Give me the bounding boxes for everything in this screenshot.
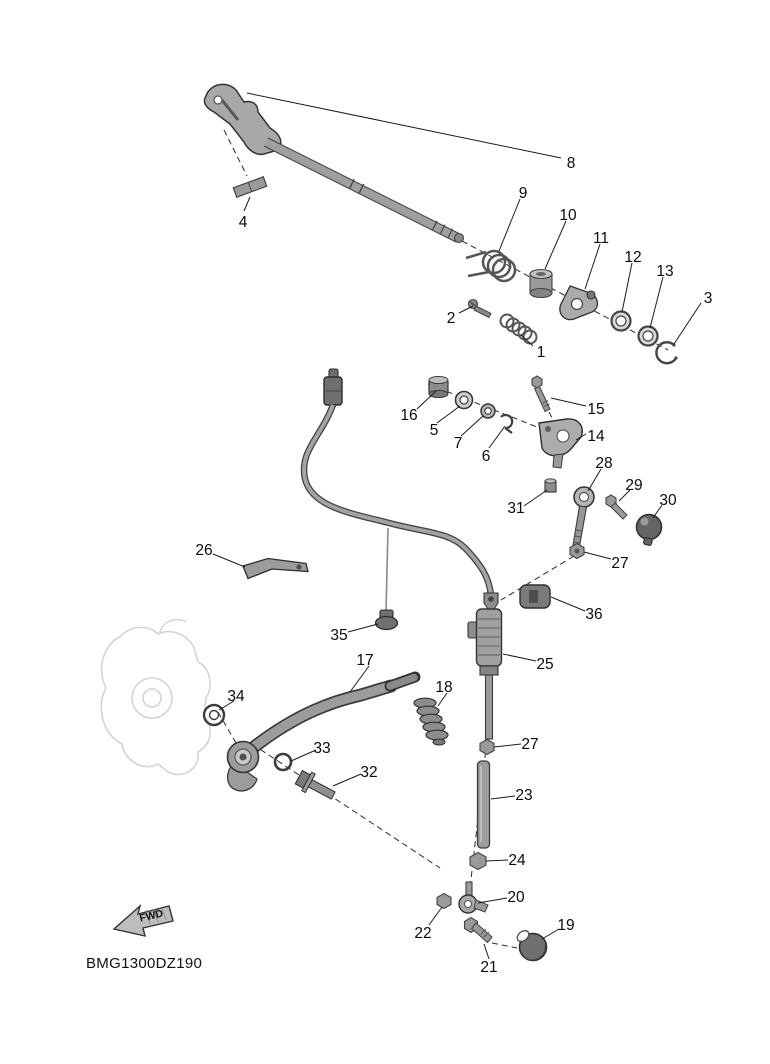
spline-tick	[439, 224, 446, 234]
collar-part-10	[529, 268, 553, 299]
callout-22: 22	[414, 925, 431, 942]
damper-part-36	[519, 584, 551, 609]
shaft-band	[358, 183, 365, 194]
callout-12: 12	[624, 249, 641, 266]
callout-30: 30	[659, 492, 677, 509]
callout-26: 26	[195, 542, 212, 559]
joint-part-20	[458, 881, 489, 914]
callout-23: 23	[515, 787, 532, 804]
spring-part-1	[499, 313, 538, 345]
shaft-tip	[453, 232, 465, 244]
shift-shaft-assembly	[203, 83, 465, 244]
callout-9: 9	[519, 185, 528, 202]
washer-part-5	[454, 390, 474, 410]
callout-21: 21	[480, 959, 497, 976]
callout-1: 1	[537, 344, 546, 361]
callout-15: 15	[587, 401, 604, 418]
callout-5: 5	[430, 422, 439, 439]
drawing-code: BMG1300DZ190	[86, 955, 202, 972]
nut-part-24	[469, 851, 487, 871]
callout-29: 29	[625, 477, 642, 494]
grommet-part-35	[374, 527, 399, 631]
shift-pawl-part-11	[559, 285, 599, 321]
spline-tick	[432, 220, 438, 231]
washer-part-13	[637, 325, 659, 347]
callout-33: 33	[313, 740, 330, 757]
callout-7: 7	[454, 435, 463, 452]
callout-31: 31	[507, 500, 524, 517]
washer-part-7	[480, 403, 496, 419]
bracket-part-26	[242, 557, 309, 580]
clip-part-6	[500, 413, 514, 434]
fwd-direction-arrow: FWD	[112, 903, 174, 937]
callout-25: 25	[536, 656, 553, 673]
callout-28: 28	[595, 455, 612, 472]
pin-part-4	[232, 176, 268, 198]
hook-slot	[220, 99, 240, 121]
callout-2: 2	[447, 310, 456, 327]
washer-part-12	[610, 310, 632, 332]
rubber-boot-part-18	[413, 697, 449, 746]
assembly-axis-lines	[217, 129, 669, 949]
leader-lines	[212, 92, 702, 960]
o-ring-part-33	[273, 752, 293, 772]
callout-3: 3	[704, 290, 713, 307]
nut-part-27-lower	[479, 738, 495, 756]
washer-part-34	[202, 703, 226, 727]
shift-pedal-part-17	[226, 671, 421, 792]
shift-arm-part-14	[538, 418, 583, 469]
engine-case-ghost-outline	[100, 618, 211, 776]
rod-end-part-28	[571, 486, 595, 550]
callout-11: 11	[593, 230, 609, 247]
callout-32: 32	[360, 764, 377, 781]
hook-slot-hole	[213, 95, 223, 105]
spacer-part-31	[544, 478, 557, 493]
screw-part-2	[467, 298, 492, 319]
bolt-part-15	[531, 375, 551, 413]
ball-cap-part-30	[635, 513, 663, 546]
callout-35: 35	[330, 627, 347, 644]
callout-labels: 1 2 3 4 5 6 7 8 9 10 11 12 13 14 15 16 1…	[195, 155, 712, 976]
shaft-edge	[267, 137, 461, 235]
shaft-band	[349, 178, 355, 189]
callout-34: 34	[227, 688, 245, 705]
callout-16: 16	[400, 407, 417, 424]
callout-20: 20	[507, 889, 525, 906]
bolt-part-21	[463, 916, 493, 944]
callout-4: 4	[239, 214, 248, 231]
bolt-part-29	[605, 494, 628, 520]
callout-18: 18	[435, 679, 452, 696]
actuator-part-25	[467, 592, 503, 740]
rubber-cap-part-19	[516, 930, 548, 962]
fwd-label: FWD	[138, 907, 164, 924]
torsion-spring-part-9	[465, 249, 517, 283]
callout-14: 14	[587, 428, 605, 445]
callout-27-upper: 27	[611, 555, 628, 572]
callout-8: 8	[567, 155, 576, 172]
shift-rod-part-23	[476, 760, 491, 849]
spline-tick	[447, 228, 454, 238]
callout-17: 17	[356, 652, 373, 669]
callout-19: 19	[557, 917, 574, 934]
shaft-rod	[263, 137, 461, 243]
sensor-connector	[323, 368, 343, 406]
pivot-bolt-part-32	[294, 769, 336, 800]
callout-27-lower: 27	[521, 736, 538, 753]
callout-10: 10	[559, 207, 577, 224]
bushing-part-16	[428, 375, 449, 399]
nut-part-22	[436, 892, 452, 910]
callout-6: 6	[482, 448, 491, 465]
sensor-cable	[300, 403, 495, 598]
callout-36: 36	[585, 606, 602, 623]
nut-part-27-upper	[569, 542, 585, 560]
callout-24: 24	[508, 852, 526, 869]
shaft-edge	[263, 145, 457, 243]
callout-13: 13	[656, 263, 673, 280]
circlip-part-3	[655, 341, 678, 365]
